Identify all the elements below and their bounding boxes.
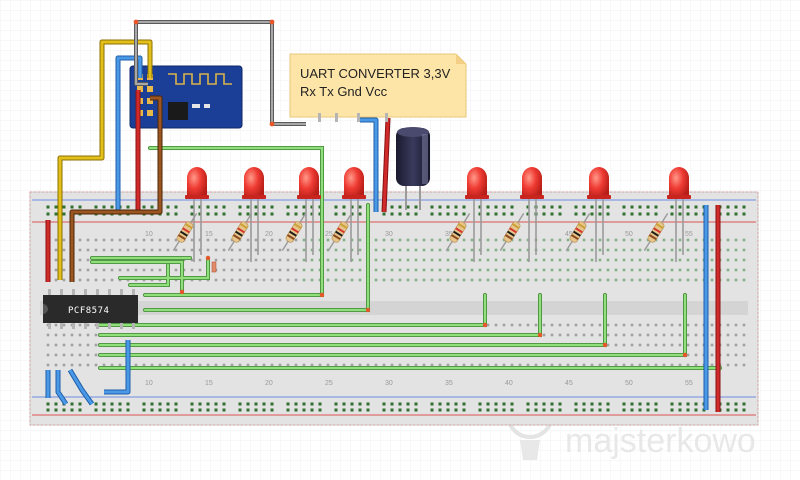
column-number: 35 — [445, 380, 453, 387]
resistor — [643, 212, 669, 252]
column-number: 10 — [145, 231, 153, 238]
column-number: 15 — [205, 380, 213, 387]
resistor — [281, 212, 307, 252]
bulb-icon — [520, 440, 540, 460]
resistor — [565, 212, 591, 252]
uart-converter-note: UART CONVERTER 3,3V Rx Tx Gnd Vcc — [289, 53, 467, 122]
resistor — [227, 212, 253, 252]
watermark-text: majsterkowo — [565, 422, 756, 460]
wire-red — [45, 90, 721, 412]
column-number: 40 — [505, 380, 513, 387]
chip-body — [43, 295, 138, 323]
wire-yellow — [57, 39, 153, 280]
column-number: 25 — [325, 231, 333, 238]
column-number: 20 — [265, 380, 273, 387]
chip-label: PCF8574 — [68, 306, 109, 316]
note-title: UART CONVERTER 3,3V — [300, 66, 451, 81]
led — [465, 167, 489, 262]
led — [587, 167, 611, 262]
column-number: 20 — [265, 231, 273, 238]
resistor-array — [172, 212, 669, 252]
column-number: 30 — [385, 231, 393, 238]
note-pins: Rx Tx Gnd Vcc — [300, 84, 388, 99]
led — [242, 167, 266, 262]
esp-module — [129, 65, 243, 129]
led — [667, 167, 691, 262]
led — [185, 167, 209, 262]
wire-brown — [69, 95, 163, 282]
capacitor — [396, 127, 430, 210]
capacitor-body — [396, 128, 430, 186]
jumper-wires-green — [90, 146, 722, 370]
column-number: 55 — [685, 231, 693, 238]
led-array — [185, 167, 691, 262]
esp-chip — [168, 102, 188, 120]
column-number: 10 — [145, 380, 153, 387]
resistor — [327, 212, 353, 252]
led — [520, 167, 544, 262]
resistor — [172, 212, 198, 252]
column-number: 25 — [325, 380, 333, 387]
resistor — [499, 212, 525, 252]
pcf8574-chip: PCF8574 — [43, 289, 138, 329]
led — [342, 167, 366, 262]
column-number: 15 — [205, 231, 213, 238]
column-numbers: 1010151520202525303035354040454550505555 — [145, 231, 693, 387]
column-number: 45 — [565, 380, 573, 387]
led — [297, 167, 321, 262]
column-number: 35 — [445, 231, 453, 238]
column-number: 50 — [625, 380, 633, 387]
column-number: 45 — [565, 231, 573, 238]
wire-gray — [133, 19, 306, 127]
breadboard: 1010151520202525303035354040454550505555 — [29, 191, 759, 426]
column-number: 55 — [685, 380, 693, 387]
antenna-trace — [168, 73, 232, 85]
resistor — [445, 212, 471, 252]
column-number: 30 — [385, 380, 393, 387]
watermark: majsterkowo — [506, 391, 756, 460]
wire-blue — [45, 55, 709, 410]
column-number: 50 — [625, 231, 633, 238]
small-resistor — [211, 261, 217, 273]
